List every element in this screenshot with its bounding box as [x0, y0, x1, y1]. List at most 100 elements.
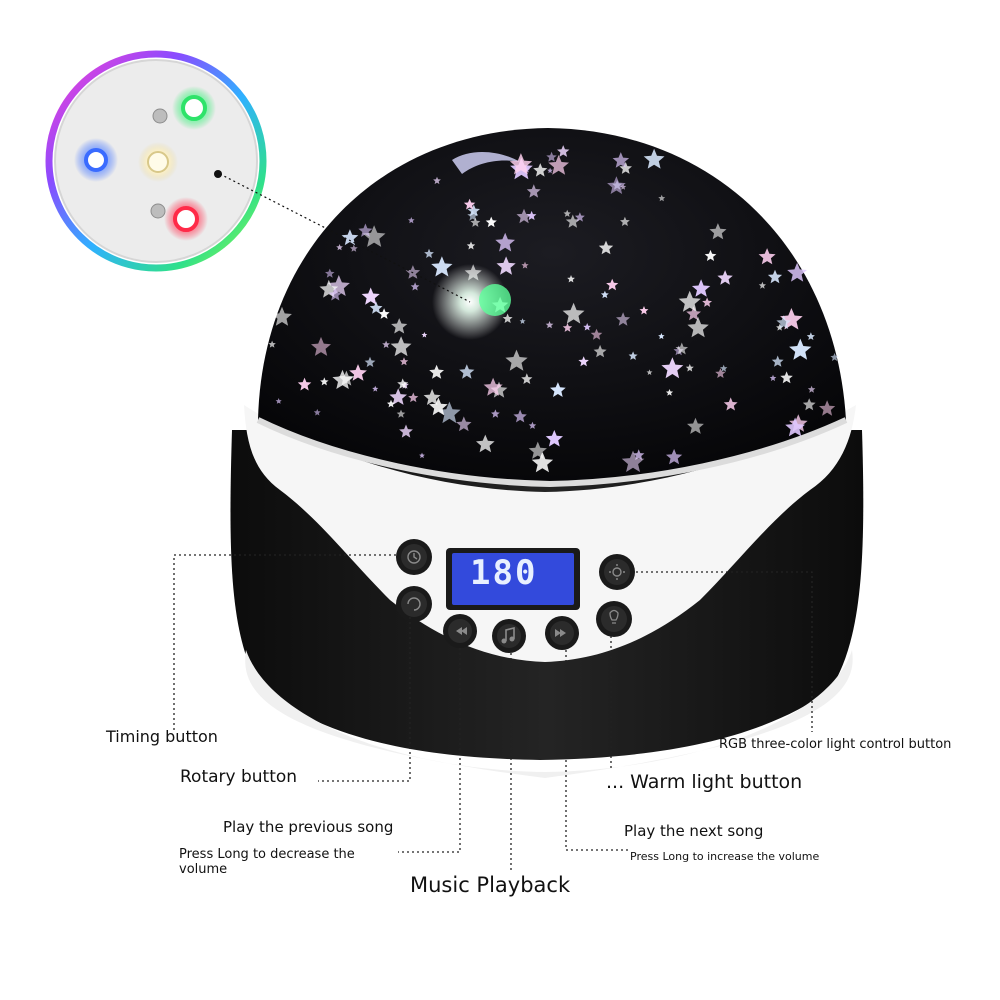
star	[590, 328, 603, 340]
star	[382, 340, 390, 348]
star	[563, 209, 571, 217]
star	[658, 333, 665, 340]
star	[358, 223, 373, 237]
star	[410, 282, 420, 291]
star	[616, 312, 631, 326]
callout-lines	[173, 554, 813, 872]
star	[519, 318, 526, 324]
star	[643, 148, 665, 169]
rotate-icon	[407, 597, 421, 611]
star	[673, 345, 684, 356]
star	[297, 377, 312, 391]
star	[767, 269, 783, 284]
star	[327, 275, 350, 296]
star	[362, 225, 386, 247]
star	[565, 214, 580, 228]
star	[390, 336, 412, 357]
star	[526, 210, 537, 220]
star	[423, 388, 441, 405]
star	[408, 392, 419, 403]
star	[275, 398, 282, 404]
star	[780, 371, 793, 384]
star	[562, 323, 573, 332]
star	[328, 287, 342, 301]
star	[491, 409, 500, 418]
star	[336, 244, 343, 251]
star	[686, 306, 701, 321]
star	[593, 344, 607, 358]
star	[600, 290, 609, 299]
star	[789, 338, 812, 360]
star	[325, 268, 335, 278]
previous-icon	[456, 627, 467, 635]
star	[391, 318, 408, 334]
star	[806, 332, 815, 340]
star	[607, 176, 626, 194]
star	[313, 408, 321, 416]
star	[620, 183, 627, 190]
star	[456, 416, 472, 432]
star	[785, 417, 805, 437]
star	[338, 370, 355, 386]
star	[433, 176, 441, 185]
next-icon	[555, 629, 566, 637]
star	[619, 161, 632, 174]
star	[548, 155, 569, 175]
star	[509, 153, 533, 175]
star	[408, 217, 415, 224]
timing-button[interactable]	[396, 539, 432, 575]
star	[583, 323, 592, 331]
next-button[interactable]	[545, 616, 579, 650]
lcd-readout: 180	[470, 553, 538, 593]
timing-button-label: Timing button	[106, 727, 218, 746]
star	[771, 355, 784, 367]
star	[758, 281, 766, 289]
led-detail-inset	[45, 50, 267, 272]
star	[562, 302, 585, 324]
star	[621, 450, 645, 472]
star	[691, 279, 711, 297]
music-button[interactable]	[492, 619, 526, 653]
star	[496, 256, 516, 275]
star	[665, 389, 674, 396]
star	[399, 424, 413, 438]
lcd-display	[446, 548, 580, 610]
warm-light-button[interactable]	[596, 601, 632, 637]
next-long-press-label: Press Long to increase the volume	[630, 850, 820, 863]
star	[802, 398, 816, 411]
star	[268, 340, 276, 348]
star	[483, 377, 503, 396]
star	[546, 151, 557, 162]
star	[516, 208, 532, 224]
star	[620, 216, 630, 226]
star-pattern	[268, 145, 839, 473]
star	[429, 397, 448, 416]
star	[311, 336, 331, 356]
star	[819, 400, 836, 416]
music-note-icon	[505, 626, 515, 641]
star	[424, 248, 434, 258]
star	[470, 217, 481, 227]
star	[405, 265, 421, 279]
previous-button[interactable]	[443, 614, 477, 648]
star	[505, 349, 528, 371]
next-song-label: Play the next song	[624, 822, 764, 840]
star	[463, 198, 476, 210]
star	[598, 240, 614, 255]
warm-light-label: ... Warm light button	[606, 771, 803, 793]
star	[531, 451, 554, 473]
rotary-button[interactable]	[396, 586, 432, 622]
rgb-light-button[interactable]	[599, 554, 635, 590]
star	[687, 316, 709, 338]
star	[495, 232, 515, 252]
rotary-button-label: Rotary button	[180, 767, 298, 787]
star	[387, 399, 395, 408]
star	[272, 306, 292, 326]
star	[715, 368, 726, 378]
rgb-light-label: RGB three-color light control button	[719, 737, 952, 752]
star	[574, 212, 585, 222]
star	[547, 167, 553, 174]
previous-long-press-label: Press Long to decrease the volume	[179, 847, 355, 877]
star	[687, 417, 704, 434]
